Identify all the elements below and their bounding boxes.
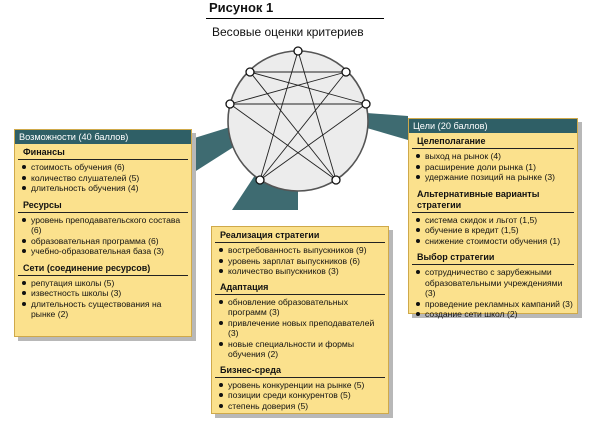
list-item: проведение рекламных кампаний (3) xyxy=(415,299,573,310)
list-item: образовательная программа (6) xyxy=(21,236,187,247)
figure-subtitle: Весовые оценки критериев xyxy=(212,25,364,39)
section-title: Выбор стратегии xyxy=(412,249,574,265)
list-item: обучение в кредит (1,5) xyxy=(415,225,573,236)
list-item: степень доверия (5) xyxy=(218,401,384,412)
section-title: Бизнес-среда xyxy=(215,363,385,378)
list-item: снижение стоимости обучения (1) xyxy=(415,236,573,247)
panel-header: Цели (20 баллов) xyxy=(409,119,577,133)
panel-header: Возможности (40 баллов) xyxy=(15,130,191,144)
panel-goals: Цели (20 баллов) Целеполагание выход на … xyxy=(408,118,578,319)
list-item: создание сети школ (2) xyxy=(415,309,573,320)
node xyxy=(255,175,265,185)
figure-header: Рисунок 1 Весовые оценки критериев xyxy=(206,0,384,39)
section-title: Альтернативные варианты стратегии xyxy=(412,186,574,213)
node xyxy=(361,99,371,109)
panel-implementation: Реализация стратегии востребованность вы… xyxy=(211,226,389,414)
node xyxy=(331,175,341,185)
section-title: Ресурсы xyxy=(18,197,188,213)
circle-nodes xyxy=(225,46,371,185)
list-item: количество слушателей (5) xyxy=(21,173,187,184)
list-item: уровень конкуренции на рынке (5) xyxy=(218,380,384,391)
list-item: длительность обучения (4) xyxy=(21,183,187,194)
figure-title: Рисунок 1 xyxy=(206,0,384,19)
list-item: новые специальности и формы обучения (2) xyxy=(218,339,384,360)
list-item: длительность существования на рынке (2) xyxy=(21,299,187,320)
section-title: Целеполагание xyxy=(412,133,574,149)
list-item: уровень преподавательского состава (6) xyxy=(21,215,187,236)
list-item: позиции среди конкурентов (5) xyxy=(218,390,384,401)
item-list: востребованность выпускников (9) уровень… xyxy=(212,245,388,277)
section-title: Финансы xyxy=(18,144,188,160)
list-item: учебно-образовательная база (3) xyxy=(21,246,187,257)
item-list: система скидок и льгот (1,5) обучение в … xyxy=(409,215,577,247)
item-list: репутация школы (5) известность школы (3… xyxy=(15,278,191,320)
node xyxy=(341,67,351,77)
item-list: выход на рынок (4) расширение доли рынка… xyxy=(409,151,577,183)
list-item: удержание позиций на рынке (3) xyxy=(415,172,573,183)
list-item: стоимость обучения (6) xyxy=(21,162,187,173)
panel-opportunities: Возможности (40 баллов) Финансы стоимост… xyxy=(14,129,192,337)
list-item: уровень зарплат выпускников (6) xyxy=(218,256,384,267)
list-item: количество выпускников (3) xyxy=(218,266,384,277)
list-item: известность школы (3) xyxy=(21,288,187,299)
item-list: стоимость обучения (6) количество слушат… xyxy=(15,162,191,194)
list-item: привлечение новых преподавателей (3) xyxy=(218,318,384,339)
list-item: обновление образовательных программ (3) xyxy=(218,297,384,318)
item-list: обновление образовательных программ (3) … xyxy=(212,297,388,360)
node xyxy=(245,67,255,77)
item-list: уровень преподавательского состава (6) о… xyxy=(15,215,191,257)
list-item: система скидок и льгот (1,5) xyxy=(415,215,573,226)
section-title: Адаптация xyxy=(215,280,385,295)
node xyxy=(225,99,235,109)
node xyxy=(293,46,303,56)
star-lines xyxy=(229,50,367,181)
list-item: расширение доли рынка (1) xyxy=(415,162,573,173)
list-item: востребованность выпускников (9) xyxy=(218,245,384,256)
list-item: репутация школы (5) xyxy=(21,278,187,289)
section-title: Реализация стратегии xyxy=(215,227,385,243)
item-list: уровень конкуренции на рынке (5) позиции… xyxy=(212,380,388,412)
list-item: выход на рынок (4) xyxy=(415,151,573,162)
section-title: Сети (соединение ресурсов) xyxy=(18,260,188,276)
item-list: сотрудничество с зарубежными образовател… xyxy=(409,267,577,320)
list-item: сотрудничество с зарубежными образовател… xyxy=(415,267,573,299)
